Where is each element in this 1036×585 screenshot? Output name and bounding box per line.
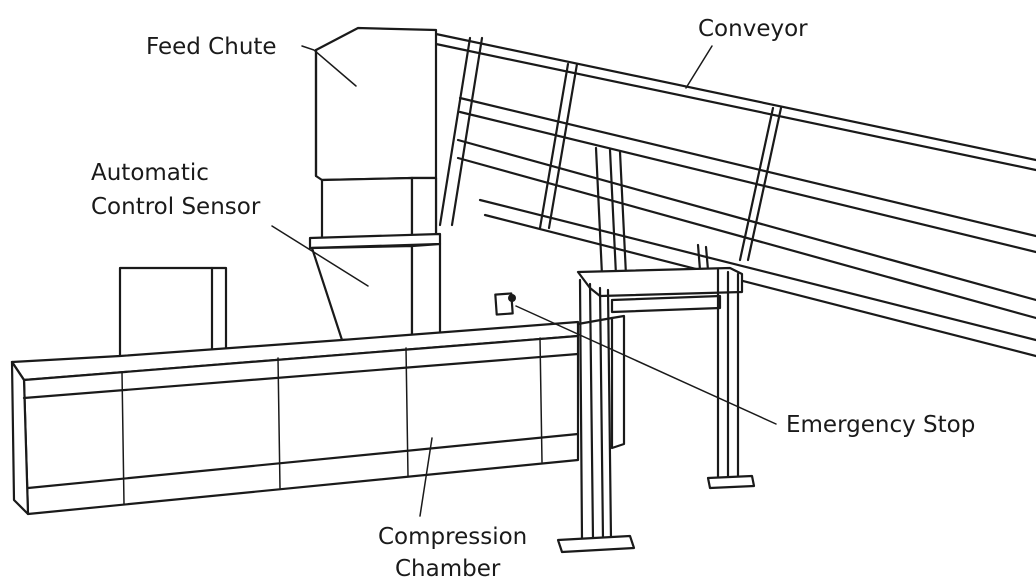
label-feed-chute: Feed Chute	[146, 34, 357, 87]
compression-chamber-label-line2: Chamber	[395, 556, 501, 582]
automatic-control-sensor-leader	[271, 225, 369, 287]
feed-chute	[308, 26, 442, 342]
conveyor	[434, 32, 1036, 358]
feed-chute-label: Feed Chute	[146, 34, 277, 60]
compression-chamber	[10, 314, 626, 516]
conveyor-label: Conveyor	[698, 16, 808, 42]
conveyor-leader	[685, 45, 713, 89]
emergency-stop-box	[494, 292, 516, 316]
rear-support-legs	[594, 146, 710, 277]
power-unit-box	[118, 266, 228, 360]
automatic-control-sensor-label-line1: Automatic	[91, 160, 209, 186]
label-conveyor: Conveyor	[685, 16, 808, 89]
label-emergency-stop: Emergency Stop	[515, 305, 975, 438]
support-frame	[556, 266, 756, 554]
emergency-stop-label: Emergency Stop	[786, 412, 975, 438]
label-compression-chamber: Compression Chamber	[378, 437, 527, 582]
automatic-control-sensor-label-line2: Control Sensor	[91, 194, 261, 220]
compression-chamber-label-line1: Compression	[378, 524, 527, 550]
compression-chamber-leader	[419, 437, 433, 517]
emergency-stop-leader	[515, 305, 777, 425]
feed-chute-leader	[301, 45, 357, 87]
label-automatic-control-sensor: Automatic Control Sensor	[91, 160, 369, 287]
